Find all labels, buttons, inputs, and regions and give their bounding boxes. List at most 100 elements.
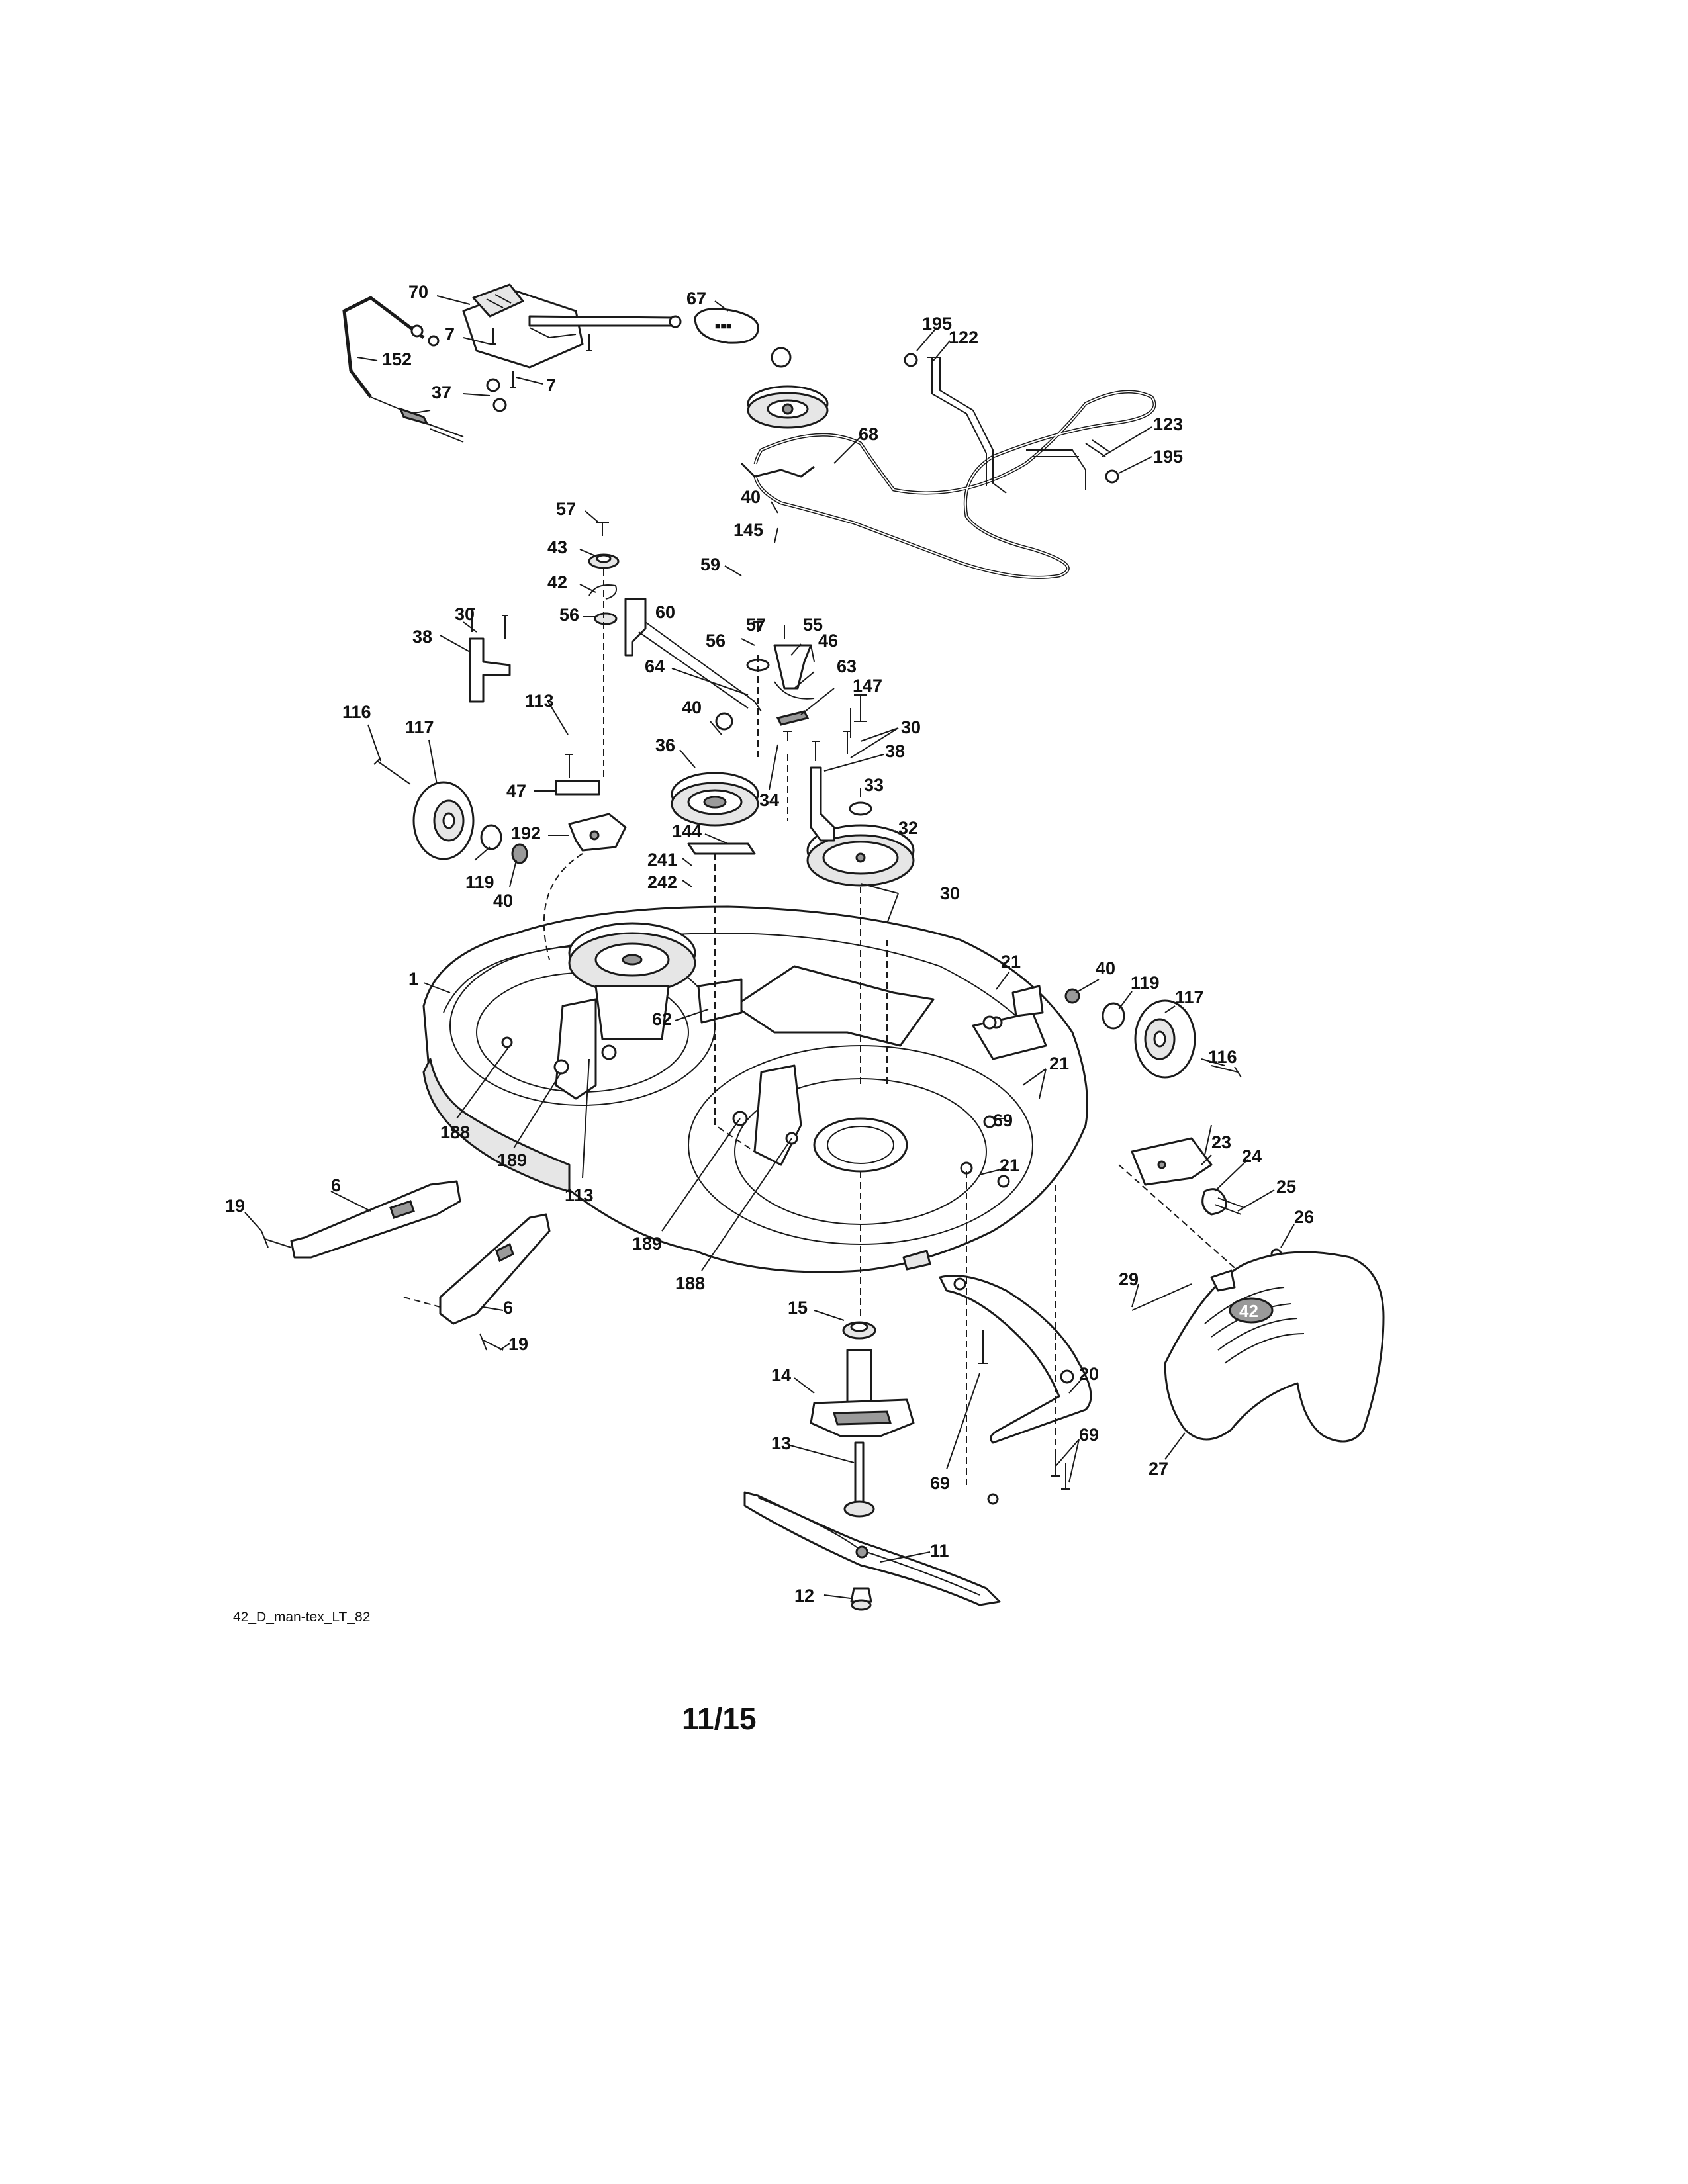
callout-122: 122	[949, 328, 978, 347]
callout-1: 1	[408, 969, 418, 989]
mower-blade	[743, 1491, 1001, 1611]
drive-belt	[753, 390, 1156, 579]
callout-189: 189	[632, 1234, 662, 1253]
callout-37: 37	[432, 383, 451, 402]
callout-32: 32	[898, 818, 918, 838]
callout-26: 26	[1294, 1207, 1314, 1227]
callout-68: 68	[859, 424, 878, 444]
bracket-38-left	[469, 608, 511, 703]
callout-21: 21	[1000, 1156, 1019, 1175]
callout-147: 147	[853, 676, 882, 696]
callout-19: 19	[225, 1196, 245, 1216]
callout-27: 27	[1149, 1459, 1168, 1479]
callout-12: 12	[794, 1586, 814, 1606]
callout-25: 25	[1276, 1177, 1296, 1197]
callout-195: 195	[922, 314, 952, 334]
deck-housing	[422, 905, 1088, 1273]
callout-242: 242	[647, 872, 677, 892]
idler-pulley-36	[671, 772, 759, 855]
lift-lever-assembly	[342, 283, 682, 443]
callout-116: 116	[342, 702, 371, 722]
callout-64: 64	[645, 657, 665, 676]
callout-59: 59	[700, 555, 720, 574]
callout-56: 56	[559, 605, 579, 625]
discharge-chute: 42	[1131, 1251, 1385, 1443]
deck-bracket-47	[555, 754, 627, 852]
callout-40: 40	[493, 891, 513, 911]
callout-15: 15	[788, 1298, 808, 1318]
svg-text:■■■: ■■■	[715, 320, 731, 331]
callout-20: 20	[1079, 1364, 1099, 1384]
callout-38: 38	[885, 741, 905, 761]
chute-bracket	[1118, 1124, 1282, 1271]
callout-36: 36	[655, 735, 675, 755]
callout-195: 195	[1153, 447, 1183, 467]
callout-69: 69	[1079, 1425, 1099, 1445]
gauge-wheel-right	[1064, 988, 1242, 1079]
callout-23: 23	[1211, 1132, 1231, 1152]
spindle-pulley-32	[806, 801, 915, 887]
callout-21: 21	[1049, 1054, 1069, 1073]
callout-40: 40	[1096, 958, 1115, 978]
callout-241: 241	[647, 850, 677, 870]
page-number: 11/15	[682, 1702, 757, 1736]
callout-119: 119	[465, 872, 494, 892]
callout-188: 188	[440, 1122, 470, 1142]
callout-19: 19	[508, 1334, 528, 1354]
callout-38: 38	[412, 627, 432, 647]
callout-69: 69	[930, 1473, 950, 1493]
callout-46: 46	[818, 631, 838, 651]
lift-link-upper	[261, 1180, 461, 1259]
callout-62: 62	[652, 1009, 672, 1029]
callout-188: 188	[675, 1273, 705, 1293]
callout-30: 30	[455, 604, 475, 624]
callout-55: 55	[803, 615, 823, 635]
callout-7: 7	[445, 324, 455, 344]
callout-119: 119	[1131, 973, 1160, 993]
callout-70: 70	[408, 282, 428, 302]
callout-145: 145	[733, 520, 763, 540]
callout-33: 33	[864, 775, 884, 795]
callout-144: 144	[672, 821, 702, 841]
callout-60: 60	[655, 602, 675, 622]
belt-guide	[904, 353, 1119, 494]
diagram-reference-code: 42_D_man-tex_LT_82	[233, 1610, 371, 1625]
callout-7: 7	[546, 375, 556, 395]
callout-40: 40	[741, 487, 761, 507]
idler-pulley-stack	[588, 347, 867, 741]
callout-34: 34	[759, 790, 779, 810]
callout-117: 117	[1175, 987, 1204, 1007]
gauge-wheel-left	[373, 757, 528, 864]
callout-6: 6	[331, 1175, 341, 1195]
deck-size-marking: 42	[1239, 1301, 1258, 1321]
callout-123: 123	[1153, 414, 1183, 434]
callout-43: 43	[547, 537, 567, 557]
callout-113: 113	[565, 1185, 594, 1205]
spindle-assembly	[810, 1321, 915, 1518]
callout-11: 11	[930, 1541, 949, 1561]
callout-57: 57	[746, 615, 766, 635]
assembly-guide-lines	[543, 569, 1056, 1489]
callout-67: 67	[686, 289, 706, 308]
callout-24: 24	[1242, 1146, 1262, 1166]
callout-57: 57	[556, 499, 576, 519]
callout-63: 63	[837, 657, 857, 676]
callout-189: 189	[497, 1150, 527, 1170]
callout-21: 21	[1001, 952, 1021, 972]
callout-47: 47	[506, 781, 526, 801]
callout-69: 69	[993, 1111, 1013, 1130]
callout-30: 30	[940, 884, 960, 903]
callout-56: 56	[706, 631, 726, 651]
callout-13: 13	[771, 1433, 791, 1453]
lift-link-lower	[403, 1213, 551, 1351]
callout-labels: 70 67 7 7 152 37 195 122 68 123 195 57 4…	[225, 282, 1314, 1606]
callout-117: 117	[405, 717, 434, 737]
callout-42: 42	[547, 572, 567, 592]
callout-152: 152	[382, 349, 412, 369]
callout-leaders	[244, 295, 1295, 1599]
callout-14: 14	[771, 1365, 791, 1385]
bracket-38-right	[810, 731, 851, 842]
callout-29: 29	[1119, 1269, 1139, 1289]
callout-40: 40	[682, 698, 702, 717]
